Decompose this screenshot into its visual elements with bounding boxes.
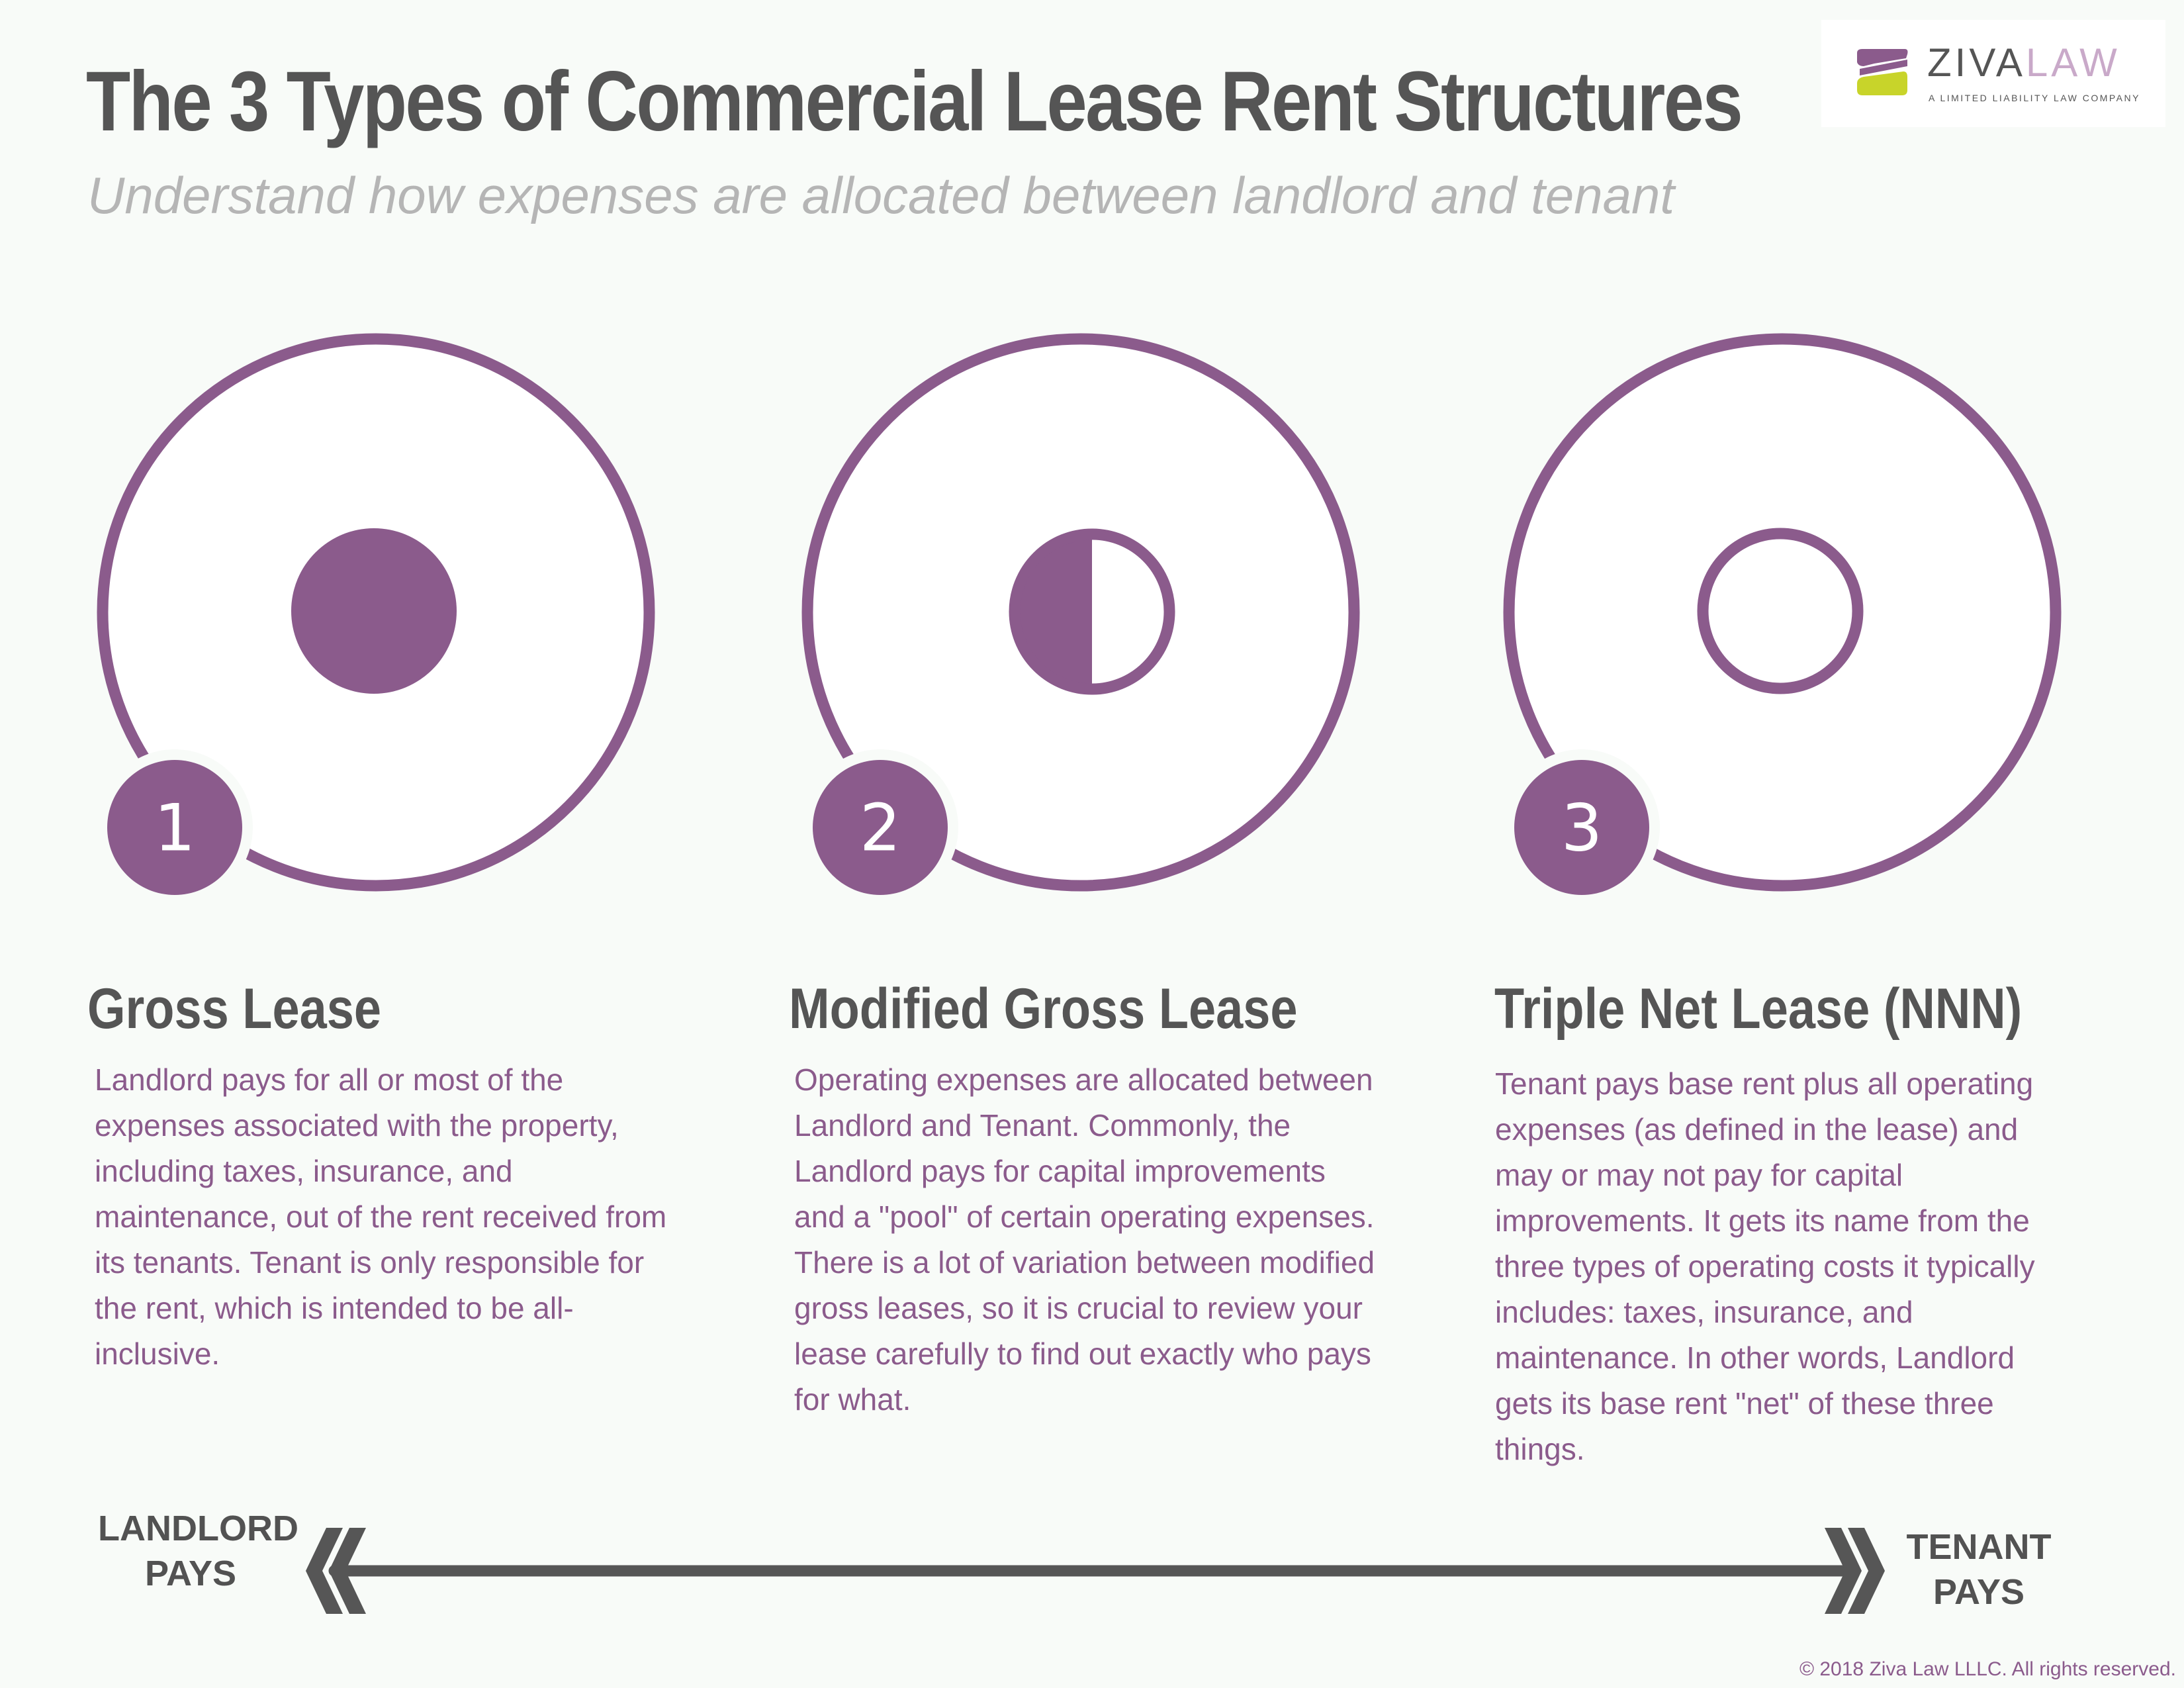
ziva-law-logo: ZIVALAW A LIMITED LIABILITY LAW COMPANY	[1821, 20, 2165, 127]
lease-outer-ring	[1503, 333, 2062, 892]
lease-card-2: 2	[801, 333, 1360, 906]
tenant-pays-line2: PAYS	[1933, 1572, 2025, 1612]
tenant-pays-line1: TENANT	[1906, 1527, 2052, 1567]
logo-name-part1: ZIVA	[1927, 40, 2026, 85]
lease-card-3: 3	[1503, 333, 2062, 906]
half-circle-icon	[1009, 528, 1175, 695]
logo-name-part2: LAW	[2025, 40, 2120, 85]
empty-circle-icon	[1697, 528, 1864, 694]
landlord-pays-line2: PAYS	[144, 1554, 237, 1593]
landlord-pays-label: LANDLORD PAYS	[98, 1506, 298, 1596]
double-chevron-right-icon	[1825, 1528, 1862, 1614]
lease-description-triple-net: Tenant pays base rent plus all operating…	[1495, 1066, 2035, 1466]
number-badge	[1514, 760, 1649, 895]
page-subtitle: Understand how expenses are allocated be…	[87, 166, 1675, 224]
page-title: The 3 Types of Commercial Lease Rent Str…	[86, 54, 1743, 149]
landlord-pays-line1: LANDLORD	[98, 1509, 298, 1548]
lease-description-modified-gross: Operating expenses are allocated between…	[794, 1062, 1375, 1417]
number-badge-label: 3	[1561, 790, 1602, 866]
tenant-pays-label: TENANT PAYS	[1906, 1524, 2052, 1615]
full-circle-icon	[291, 528, 457, 694]
lease-description-gross: Landlord pays for all or most of the exp…	[95, 1062, 667, 1371]
logo-z-icon	[1857, 49, 1908, 95]
lease-title-modified-gross: Modified Gross Lease	[789, 977, 1298, 1041]
double-chevron-left-icon	[306, 1528, 343, 1614]
lease-title-gross: Gross Lease	[87, 977, 382, 1041]
number-badge-label: 1	[154, 790, 195, 866]
number-badge-label: 2	[860, 790, 901, 866]
responsibility-arrow	[306, 1528, 1885, 1614]
number-badge	[813, 760, 948, 895]
copyright-notice: © 2018 Ziva Law LLLC. All rights reserve…	[1799, 1658, 2176, 1680]
logo-tagline: A LIMITED LIABILITY LAW COMPANY	[1929, 93, 2140, 103]
logo-wordmark: ZIVALAW	[1927, 43, 2120, 83]
number-badge	[107, 760, 242, 895]
lease-card-1: 1	[97, 333, 655, 906]
lease-title-triple-net: Triple Net Lease (NNN)	[1494, 977, 2023, 1041]
